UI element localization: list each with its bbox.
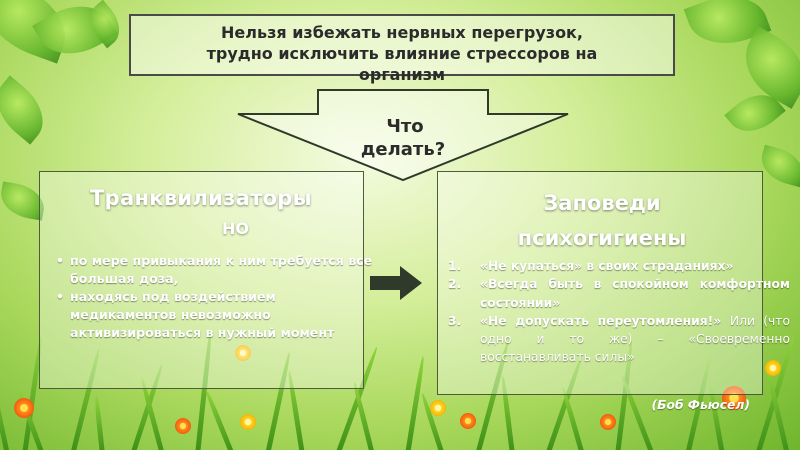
flower-decoration [460,413,476,429]
flower-decoration [14,398,34,418]
panel-title-line: психогигиены [517,226,687,250]
list-number: 2. [448,277,462,292]
list-item-text: «Всегда быть в спокойном комфортном сост… [480,277,790,310]
flower-decoration [235,345,251,361]
tranquilizers-panel: Транквилизаторы НО по мере привыкания к … [39,171,372,389]
list-item-extra: Или (что одно и то же) – «Своевременно в… [480,313,790,365]
panel-title-line: Заповеди [543,191,661,215]
right-arrow-icon [370,266,422,300]
list-item-text: «Не купаться» в своих страданиях» [480,259,734,273]
list-item: 1. «Не купаться» в своих страданиях» [448,257,790,275]
psychohygiene-panel: Заповеди психогигиены 1. «Не купаться» в… [437,171,790,412]
list-number: 3. [448,313,462,328]
drawbacks-list: по мере привыкания к ним требуется все б… [54,252,375,342]
flower-decoration [240,414,256,430]
down-arrow-callout [237,89,569,182]
list-item: 3. «Не допускать переутомления!» Или (чт… [448,312,790,367]
commandments-list: 1. «Не купаться» в своих страданиях» 2. … [448,257,790,367]
panel-title: Заповеди психогигиены [442,186,762,256]
question-line: Что [386,116,424,137]
but-label: НО [222,219,249,238]
flower-decoration [600,414,616,430]
flower-decoration [765,360,781,376]
panel-title: Транквилизаторы [90,186,312,210]
question-text: Что делать? [350,115,460,161]
author-credit: (Боб Фьюсел) [651,398,751,412]
header-line: Нельзя избежать нервных перегрузок, [220,23,583,42]
flower-decoration [430,400,446,416]
list-number: 1. [448,259,462,273]
list-item: по мере привыкания к ним требуется все б… [56,252,375,288]
header-line: организм [358,65,446,84]
list-item: 2. «Всегда быть в спокойном комфортном с… [448,275,790,312]
header-box: Нельзя избежать нервных перегрузок, труд… [129,14,675,84]
flower-decoration [722,386,746,410]
flower-decoration [175,418,191,434]
header-line: трудно исключить влияние стрессоров на [206,44,598,63]
question-line: делать? [360,139,446,160]
list-item-text: «Не допускать переутомления!» [480,313,722,328]
list-item: находясь под воздействием медикаментов н… [56,288,375,342]
